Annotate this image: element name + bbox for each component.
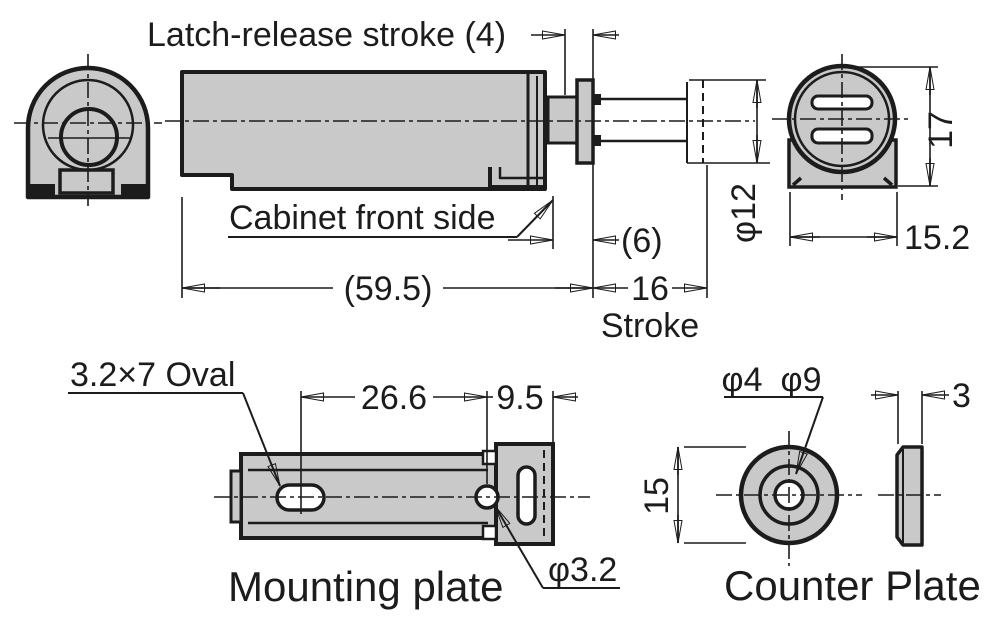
plunger-shaft [546, 95, 580, 145]
oval-slot-label: 3.2×7 Oval [70, 356, 235, 394]
end-bracket-inner [498, 167, 543, 180]
rear-view-dimensions: 17 15.2 [789, 66, 970, 257]
dim-thickness-text: 3 [952, 377, 971, 415]
dim-middle-circle-text: φ9 [781, 361, 822, 399]
cabinet-front-side-label: Cabinet front side [229, 199, 496, 237]
dim-rear-height-text: 17 [922, 111, 960, 149]
counter-plate-view [716, 431, 941, 566]
latch-release-stroke-label: Latch-release stroke (4) [147, 16, 506, 54]
dim-inner-hole-text: φ4 [722, 361, 763, 399]
dim-protrusion-text: (6) [621, 222, 663, 260]
dim-rear-width-text: 15.2 [904, 219, 970, 257]
hole-leader-arrow [494, 505, 544, 589]
latch-bottom-tab [58, 168, 115, 195]
oval-leader-arrow [242, 392, 281, 487]
rear-chamfer-left [791, 176, 803, 187]
counter-plate-title: Counter Plate [724, 562, 981, 609]
latch-foot-left [30, 184, 55, 197]
dim-plunger-diameter-text: φ12 [725, 183, 763, 243]
stroke-word-text: Stroke [601, 307, 699, 345]
dim-edge-offset-text: 9.5 [496, 379, 543, 417]
mounting-plate-dimensions: 3.2×7 Oval 26.6 9.5 φ3.2 Mounting plate [68, 356, 620, 610]
latch-foot-right [121, 184, 147, 197]
side-view-dimensions: Latch-release stroke (4) Cabinet front s… [147, 16, 763, 345]
end-bracket [488, 167, 543, 189]
dim-stroke-text: 16 [631, 270, 669, 308]
dim-outer-diameter-text: 15 [638, 477, 676, 515]
latch-body [180, 70, 547, 191]
mounting-plate-title: Mounting plate [228, 563, 504, 610]
latch-front-view [14, 54, 162, 206]
hole-diameter-label: φ3.2 [548, 551, 617, 589]
counter-plate-dimensions: φ4 φ9 15 3 Counter Plate [638, 361, 981, 609]
latch-rear-view [772, 54, 910, 200]
diameter-leader-arrow [795, 396, 824, 475]
rail-notch-bottom [481, 524, 498, 541]
mounting-plate-view [214, 442, 590, 546]
dim-overall-text: (59.5) [344, 270, 433, 308]
rear-chamfer-right [882, 176, 894, 187]
flange-vertical-slot [516, 465, 537, 526]
counter-plate-side-view [895, 445, 924, 547]
dim-hole-spacing-text: 26.6 [361, 379, 427, 417]
latch-side-view [165, 70, 770, 191]
latch-button [59, 107, 119, 167]
cabinet-leader-arrow [516, 199, 554, 238]
rail-notch-top [481, 449, 498, 466]
